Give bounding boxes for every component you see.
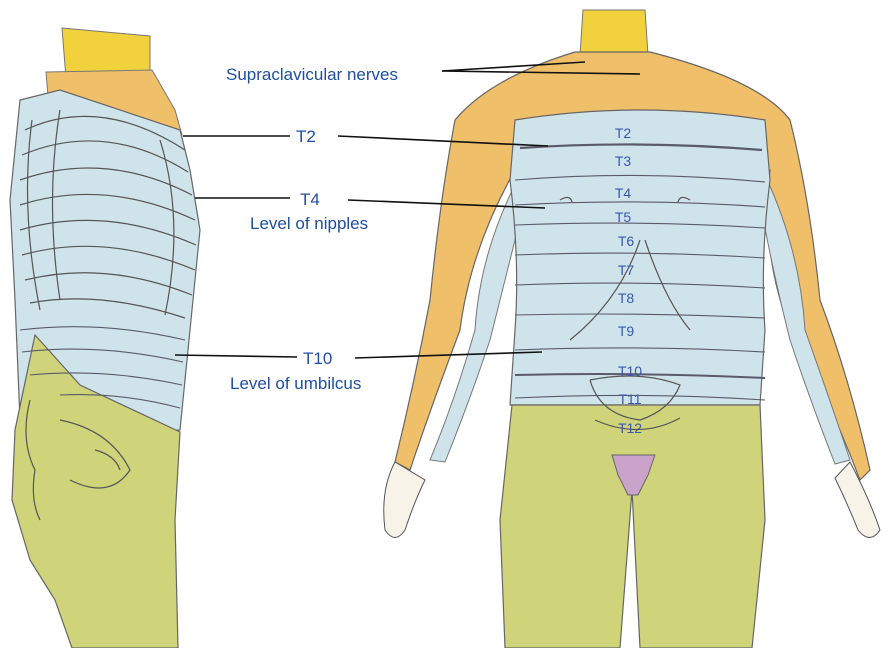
- label-t4: T4: [300, 190, 320, 209]
- segment-label-t2: T2: [615, 125, 632, 141]
- anterior-neck-region: [580, 10, 648, 55]
- label-t10: T10: [303, 349, 332, 368]
- label-t2: T2: [296, 127, 316, 146]
- segment-label-t3: T3: [615, 153, 632, 169]
- segment-label-t10: T10: [618, 363, 642, 379]
- left-hand: [384, 462, 425, 538]
- lateral-body-view: [10, 28, 200, 648]
- leader-t10-left: [175, 355, 297, 357]
- anterior-trunk-region: [510, 110, 770, 405]
- annotations: Supraclavicular nerves T2 T4 Level of ni…: [226, 65, 398, 393]
- label-level-of-nipples: Level of nipples: [250, 214, 368, 233]
- anterior-legs-region: [500, 405, 765, 648]
- segment-label-t8: T8: [618, 290, 635, 306]
- segment-label-t12: T12: [618, 420, 642, 436]
- segment-label-t7: T7: [618, 262, 635, 278]
- segment-label-t11: T11: [618, 391, 641, 407]
- segment-label-t4: T4: [615, 185, 632, 201]
- label-supraclavicular-nerves: Supraclavicular nerves: [226, 65, 398, 84]
- segment-label-t6: T6: [618, 233, 635, 249]
- segment-label-t9: T9: [618, 323, 635, 339]
- label-level-of-umbilicus: Level of umbilcus: [230, 374, 361, 393]
- segment-label-t5: T5: [615, 209, 632, 225]
